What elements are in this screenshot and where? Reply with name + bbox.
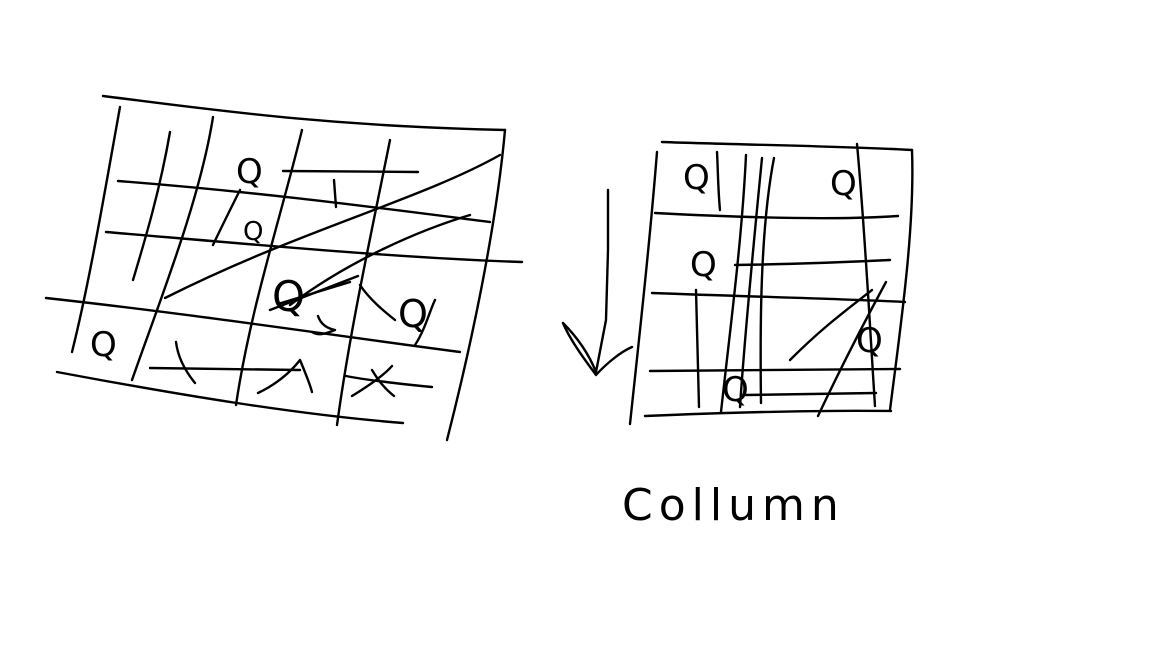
down-arrow bbox=[561, 188, 634, 377]
left-board-right-edge bbox=[445, 128, 507, 442]
left-board-attack-line bbox=[344, 374, 434, 389]
caption-text: Collumn bbox=[622, 480, 845, 531]
left-board-row-line bbox=[44, 296, 462, 354]
right-board-bottom-edge bbox=[643, 409, 893, 418]
right-board: Q Q Q Q Q bbox=[628, 140, 914, 426]
left-board-attack-line bbox=[358, 283, 397, 322]
right-board-attack-line bbox=[816, 280, 888, 418]
left-board-attack-line bbox=[332, 178, 338, 209]
left-board-attack-line bbox=[211, 188, 242, 247]
left-board-queen: Q bbox=[398, 292, 428, 336]
left-board-attack-line bbox=[413, 298, 437, 347]
left-board-attack-line bbox=[281, 169, 420, 174]
left-board-row-line bbox=[116, 179, 492, 224]
left-board-queen: Q bbox=[243, 217, 263, 247]
right-board-queen: Q bbox=[830, 164, 857, 204]
right-board-row-line bbox=[648, 367, 902, 373]
right-board-column-line bbox=[738, 156, 764, 409]
left-board-queen: Q bbox=[272, 272, 305, 321]
left-board-attack-line bbox=[174, 340, 197, 385]
right-board-top-edge bbox=[660, 140, 914, 152]
right-board-row-line bbox=[733, 258, 892, 267]
left-board-attack-line bbox=[148, 366, 302, 372]
right-board-column-line bbox=[719, 153, 748, 414]
down-arrow-head bbox=[561, 321, 634, 377]
left-board-column-line bbox=[130, 115, 215, 382]
right-board-queen: Q bbox=[683, 158, 710, 198]
right-board-queen: Q bbox=[722, 370, 749, 410]
left-board: Q Q Q Q Q bbox=[44, 94, 524, 442]
right-board-attack-line bbox=[788, 288, 874, 362]
left-board-column-line bbox=[131, 130, 172, 282]
right-board-row-line bbox=[653, 211, 900, 220]
left-board-row-line bbox=[104, 230, 524, 264]
left-board-left-edge bbox=[70, 105, 122, 354]
left-board-attack-line bbox=[163, 153, 502, 300]
left-board-attack-line bbox=[276, 280, 352, 306]
right-board-right-edge bbox=[888, 148, 914, 412]
left-board-queen: Q bbox=[236, 152, 263, 192]
right-board-left-edge bbox=[628, 150, 659, 426]
right-board-column-line bbox=[855, 142, 877, 408]
left-board-attack-line bbox=[350, 364, 394, 398]
left-board-queen: Q bbox=[90, 325, 117, 365]
down-arrow-head bbox=[561, 321, 598, 374]
left-board-attack-line bbox=[370, 368, 396, 398]
left-board-attack-line bbox=[310, 314, 337, 336]
right-board-column-line bbox=[759, 156, 776, 405]
right-board-queen: Q bbox=[856, 321, 883, 361]
down-arrow-shaft bbox=[594, 188, 610, 374]
right-board-column-line bbox=[694, 288, 701, 409]
left-board-bottom-edge bbox=[55, 370, 405, 425]
right-board-queen: Q bbox=[690, 245, 717, 285]
left-board-attack-line bbox=[256, 358, 314, 395]
left-board-attack-line bbox=[288, 213, 472, 307]
right-board-row-line bbox=[744, 391, 878, 397]
right-board-row-line bbox=[650, 291, 907, 304]
left-board-top-edge bbox=[101, 94, 507, 132]
right-board-column-line bbox=[715, 150, 722, 212]
